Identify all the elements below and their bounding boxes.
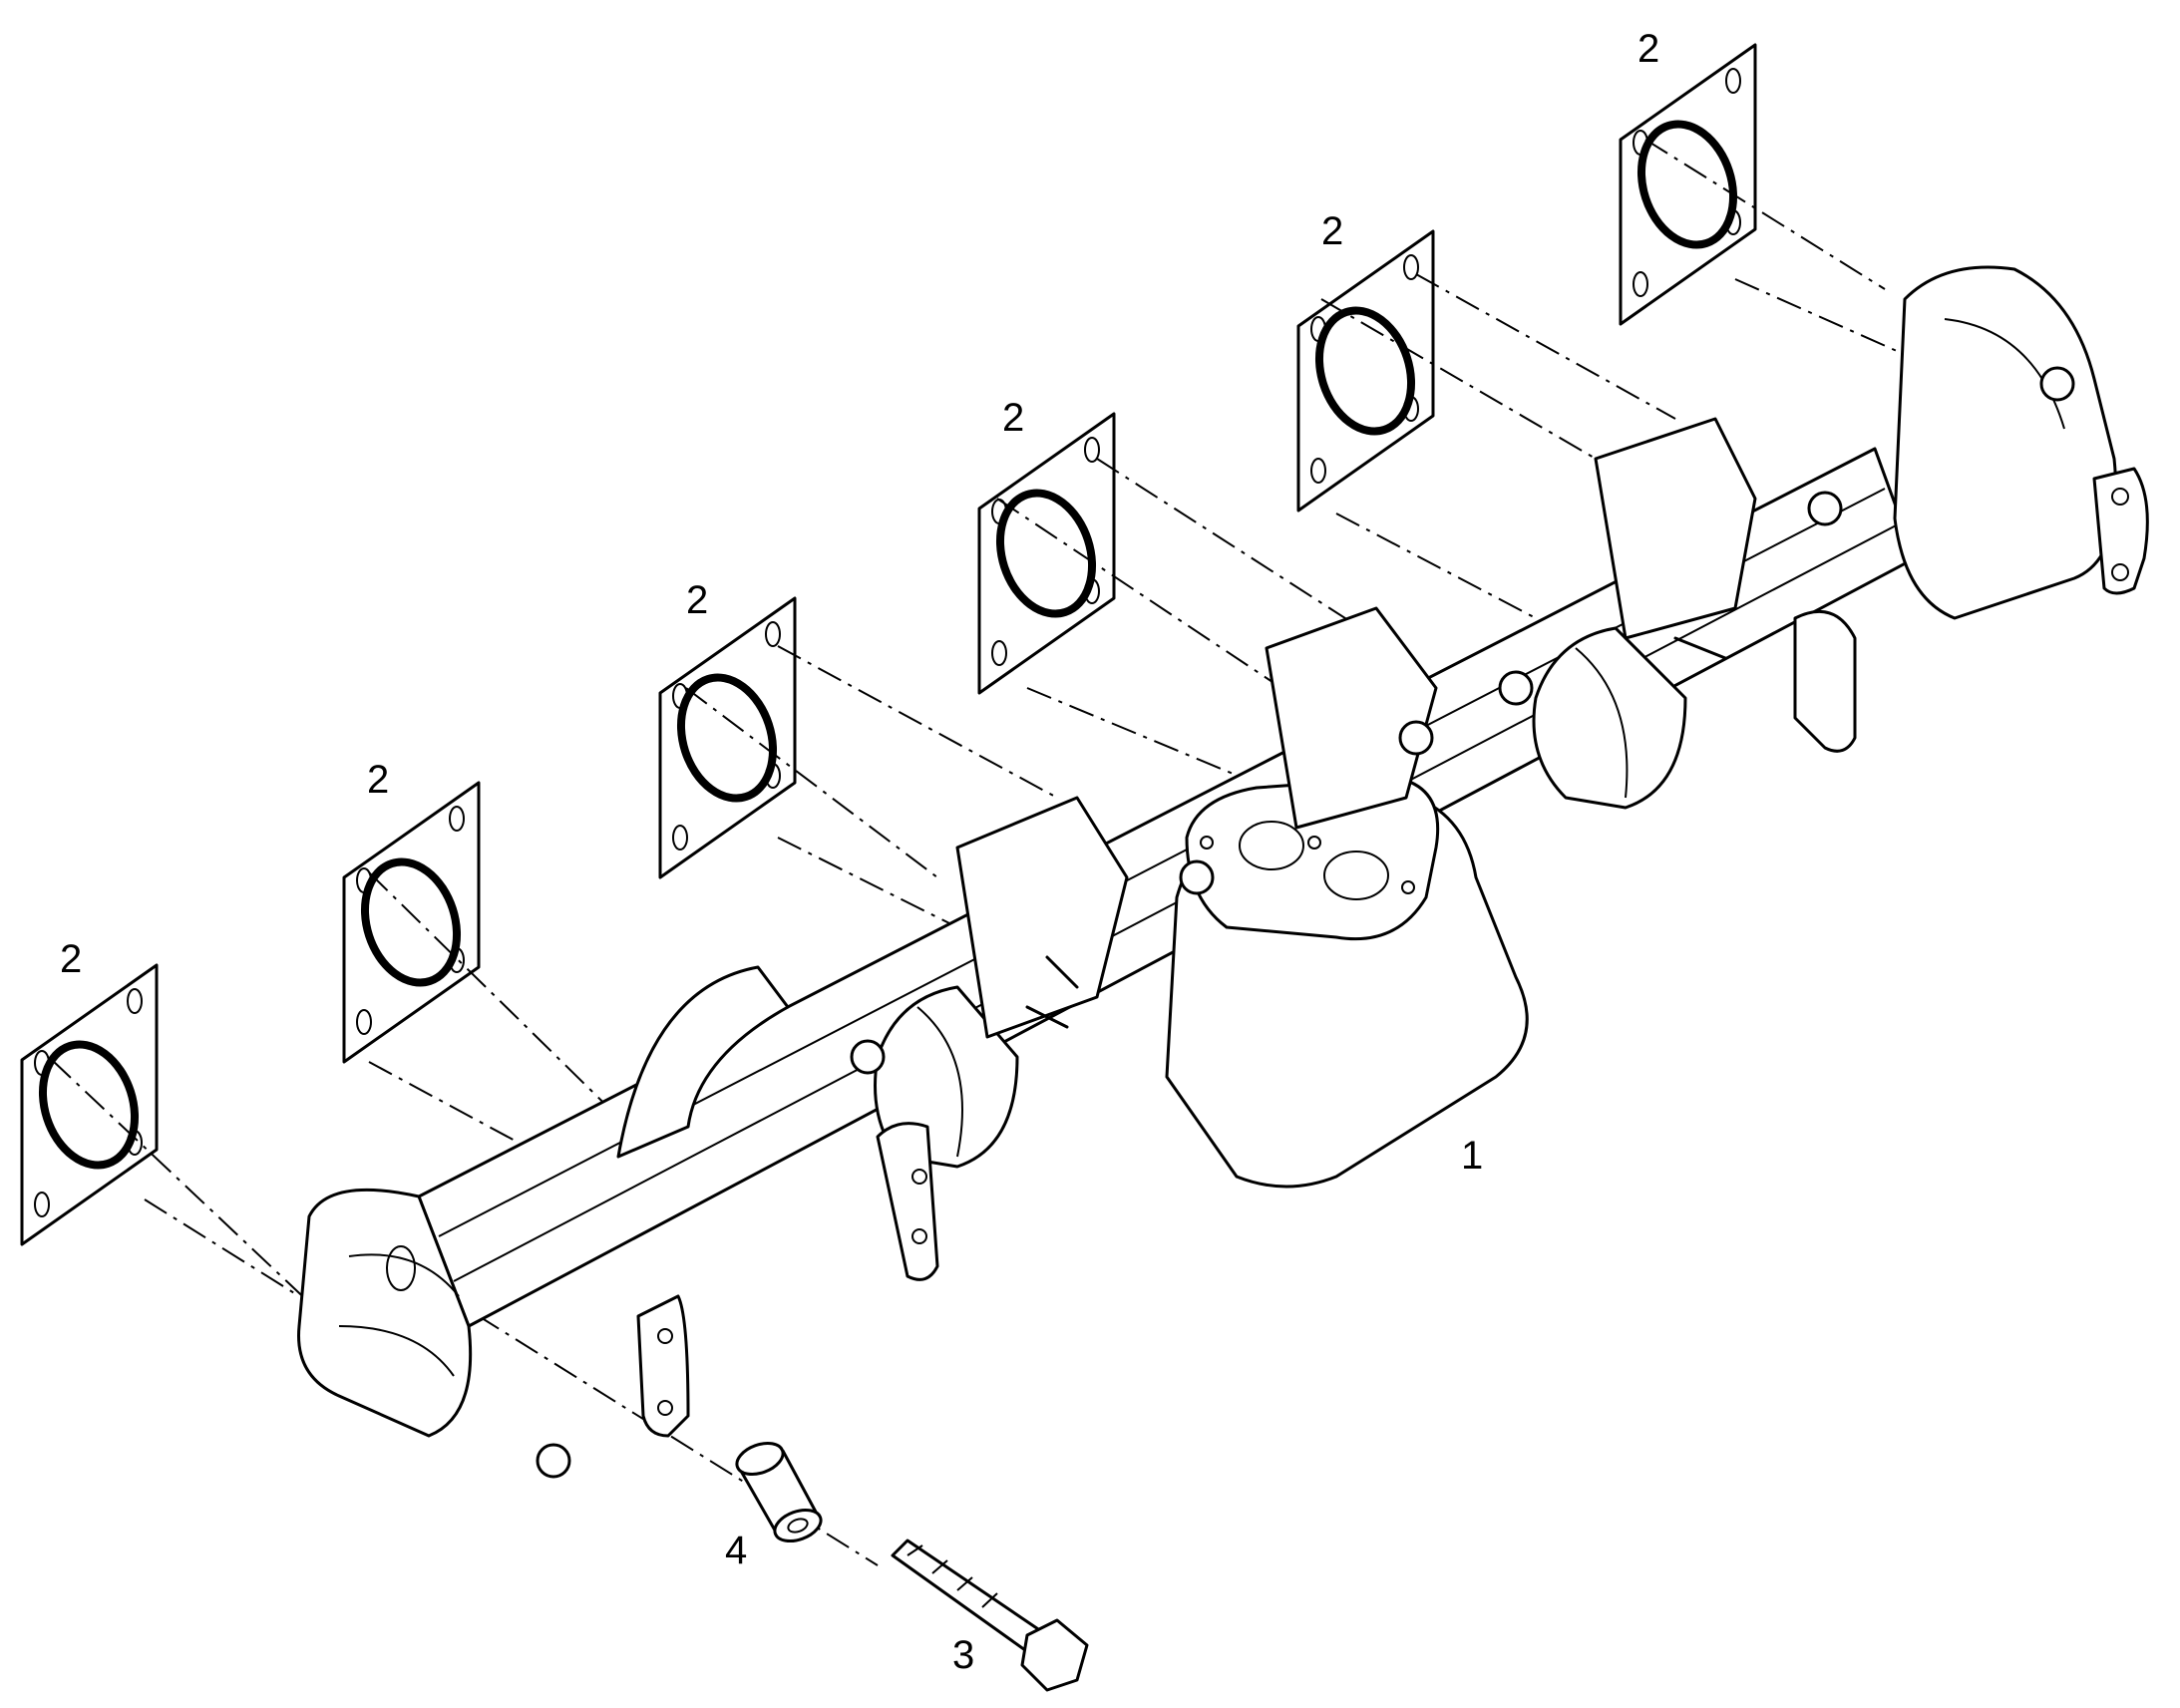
callout-gasket-1: 2: [60, 937, 82, 981]
gasket-1: [22, 965, 157, 1244]
exhaust-manifold: [297, 265, 2149, 1479]
gasket-3: [660, 598, 795, 877]
callout-manifold: 1: [1461, 1134, 1483, 1178]
callout-spacer: 4: [725, 1529, 747, 1572]
callout-labels: 2 2 2 2 2 2 1 4 3: [60, 27, 1659, 1677]
leader-lines: [51, 139, 1916, 1566]
gasket-4: [979, 414, 1114, 693]
callout-gasket-3: 2: [686, 578, 708, 622]
gasket-2: [344, 783, 479, 1062]
callout-gasket-5: 2: [1321, 209, 1343, 253]
callout-gasket-6: 2: [1637, 27, 1659, 71]
gasket-5: [1298, 231, 1433, 511]
gasket-6: [1621, 45, 1755, 324]
spacer-sleeve: [735, 1441, 823, 1543]
callout-gasket-4: 2: [1002, 396, 1024, 440]
flange-bolt: [891, 1538, 1089, 1692]
callout-bolt: 3: [952, 1633, 974, 1677]
callout-gasket-2: 2: [367, 758, 389, 802]
